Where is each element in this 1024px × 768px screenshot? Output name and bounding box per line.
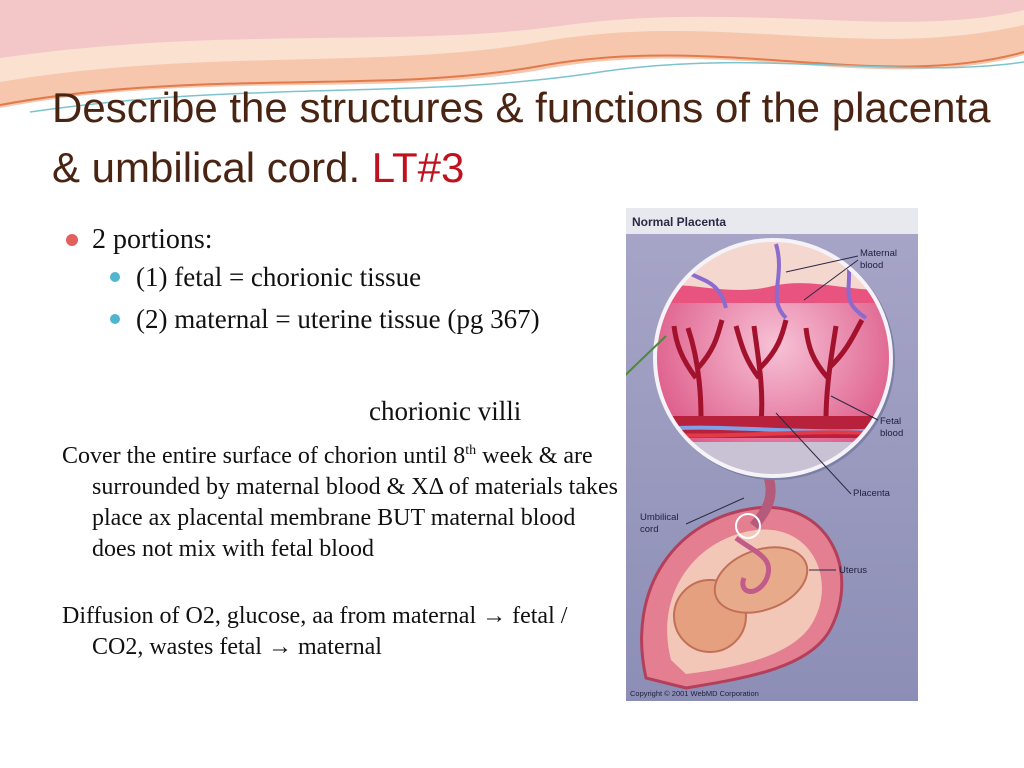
p2-text-b: fetal / CO2, wastes fetal <box>92 603 568 660</box>
chorionic-villi-label: chorionic villi <box>369 396 522 426</box>
label-fetal-blood-1: Fetal <box>880 416 901 427</box>
pointer-line <box>626 335 667 376</box>
label-fetal-blood-2: blood <box>880 428 903 439</box>
magnifier-ring <box>653 238 893 478</box>
villi-tree-1 <box>671 319 725 419</box>
sub-bullet-fetal: (1) fetal = chorionic tissue <box>92 262 582 293</box>
p2-text-c: maternal <box>291 634 382 660</box>
sub-bullet-list: (1) fetal = chorionic tissue (2) materna… <box>92 262 582 335</box>
villi-tree-2 <box>733 319 789 424</box>
label-maternal-blood-2: blood <box>860 260 883 271</box>
label-umbilical-cord-1: Umbilical <box>640 512 679 523</box>
wave-pink <box>0 0 1024 58</box>
title-main: Describe the structures & functions of t… <box>52 84 991 191</box>
paragraph-chorion: Cover the entire surface of chorion unti… <box>62 441 622 565</box>
label-umbilical-cord-2: cord <box>640 524 658 535</box>
sub-bullet-maternal: (2) maternal = uterine tissue (pg 367) <box>92 304 582 335</box>
cord-loop <box>734 535 772 594</box>
arrow-right-icon: → <box>267 634 292 660</box>
fetus-body <box>713 546 809 614</box>
cord-ring <box>735 513 761 539</box>
figure-copyright: Copyright © 2001 WebMD Corporation <box>630 689 759 698</box>
figure-header-band <box>626 208 918 234</box>
bullet-portions-text: 2 portions: <box>92 224 213 255</box>
bullet-portions: 2 portions: (1) fetal = chorionic tissue… <box>62 224 582 335</box>
label-placenta: Placenta <box>853 488 891 499</box>
villi-tree-3 <box>803 318 865 421</box>
label-uterus: Uterus <box>839 565 867 576</box>
arrow-right-icon: → <box>482 603 507 629</box>
paragraph-diffusion: Diffusion of O2, glucose, aa from matern… <box>62 601 622 663</box>
label-maternal-blood-1: Maternal <box>860 248 897 259</box>
p2-text-a: Diffusion of O2, glucose, aa from matern… <box>62 603 483 629</box>
figure-title: Normal Placenta <box>632 215 726 229</box>
callout-lines <box>685 255 879 571</box>
p1-text-b: week & are surrounded by maternal blood … <box>92 443 618 562</box>
slide-title: Describe the structures & functions of t… <box>52 78 992 198</box>
wave-line-teal <box>29 61 1024 113</box>
background-waves <box>0 0 1024 113</box>
title-tag: LT#3 <box>371 144 465 191</box>
placenta-figure: Normal Placenta Maternal blood Fetal <box>626 208 918 701</box>
bullet-list: 2 portions: (1) fetal = chorionic tissue… <box>62 224 582 346</box>
p1-superscript: th <box>465 443 477 458</box>
p1-text-a: Cover the entire surface of chorion unti… <box>62 443 466 469</box>
